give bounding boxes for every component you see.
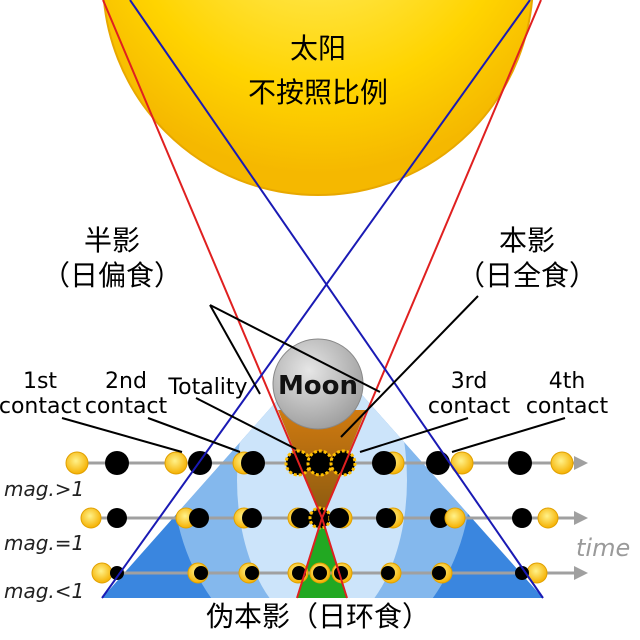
eclipse-row-1 xyxy=(65,449,574,477)
first-contact-pointer xyxy=(61,417,183,453)
second-contact-pointer xyxy=(147,417,241,453)
moon-dot xyxy=(242,508,262,528)
moon-dot xyxy=(329,508,349,528)
third-contact-pointer xyxy=(359,417,469,453)
sun-dot xyxy=(65,451,89,475)
timeline-arrow-2 xyxy=(574,511,588,525)
moon-dot xyxy=(105,451,129,475)
moon-dot xyxy=(512,508,532,528)
moon-dot xyxy=(381,566,395,580)
umbra-title: 本影 xyxy=(499,224,555,257)
eclipse-row-2 xyxy=(80,506,559,530)
first-contact-label: 1st xyxy=(23,369,57,394)
moon-label: Moon xyxy=(278,371,358,401)
antumbra-label: 伪本影（日环食） xyxy=(206,600,430,633)
text-labels: 太阳 不按照比例 半影 （日偏食） 本影 （日全食） 1st contact 2… xyxy=(0,32,630,633)
first-contact-label-2: contact xyxy=(0,394,82,419)
second-contact-label: 2nd xyxy=(105,369,147,394)
umbra-subtitle: （日全食） xyxy=(457,259,597,292)
fourth-contact-label: 4th xyxy=(549,369,586,394)
corona-dot xyxy=(306,449,334,477)
sun-title: 太阳 xyxy=(290,32,346,65)
sun-dot xyxy=(91,562,113,584)
moon-dot xyxy=(313,566,327,580)
sun-dot xyxy=(444,507,466,529)
moon-dot xyxy=(292,566,306,580)
sun-dot xyxy=(164,451,188,475)
moon-dot xyxy=(189,508,209,528)
eclipse-row-3 xyxy=(91,562,548,584)
penumbra-title: 半影 xyxy=(84,224,140,257)
totality-label: Totality xyxy=(167,375,247,400)
moon-dot xyxy=(241,451,265,475)
corona-dot xyxy=(329,449,357,477)
sun-dot xyxy=(550,451,574,475)
moon: Moon xyxy=(272,338,364,430)
second-contact-label-2: contact xyxy=(85,394,168,419)
penumbra-line-right xyxy=(101,0,531,599)
row-label-mag-gt-1: mag.>1 xyxy=(4,477,84,501)
moon-dot xyxy=(508,451,532,475)
penumbra-pointer xyxy=(209,304,261,395)
moon-dot xyxy=(426,451,450,475)
pointer-lines xyxy=(61,295,566,453)
sun-dot xyxy=(80,507,102,529)
umbra-line-left xyxy=(102,0,323,519)
moon-dot xyxy=(376,508,396,528)
penumbra-subtitle: （日偏食） xyxy=(42,259,182,292)
penumbra-pointer xyxy=(209,304,381,393)
moon-dot xyxy=(291,508,311,528)
moon-dot xyxy=(245,566,259,580)
moon-dot xyxy=(194,566,208,580)
row-label-mag-lt-1: mag.<1 xyxy=(4,579,84,603)
moon-dot xyxy=(107,508,127,528)
penumbra-line-left xyxy=(129,0,544,599)
moon-dot xyxy=(110,566,124,580)
umbra-ext-right xyxy=(321,517,348,599)
sun-dot xyxy=(537,507,559,529)
umbra-ext-left xyxy=(296,517,323,599)
sun-subtitle: 不按照比例 xyxy=(248,76,388,109)
timeline-arrow-1 xyxy=(574,456,588,470)
tangent-lines xyxy=(101,0,544,599)
umbra-pointer xyxy=(340,295,479,438)
moon-dot xyxy=(432,566,446,580)
timeline-arrow-3 xyxy=(574,566,588,580)
row-label-mag-eq-1: mag.=1 xyxy=(4,531,84,555)
moon-dot xyxy=(372,451,396,475)
sun-dot xyxy=(450,451,474,475)
moon-dot xyxy=(515,566,529,580)
time-axis-label: time xyxy=(576,534,630,562)
fourth-contact-pointer xyxy=(451,417,566,453)
moon-dot xyxy=(430,508,450,528)
fourth-contact-label-2: contact xyxy=(526,394,609,419)
totality-pointer xyxy=(195,397,297,450)
third-contact-label: 3rd xyxy=(451,369,488,394)
third-contact-label-2: contact xyxy=(428,394,511,419)
umbra-line-right xyxy=(321,0,542,519)
